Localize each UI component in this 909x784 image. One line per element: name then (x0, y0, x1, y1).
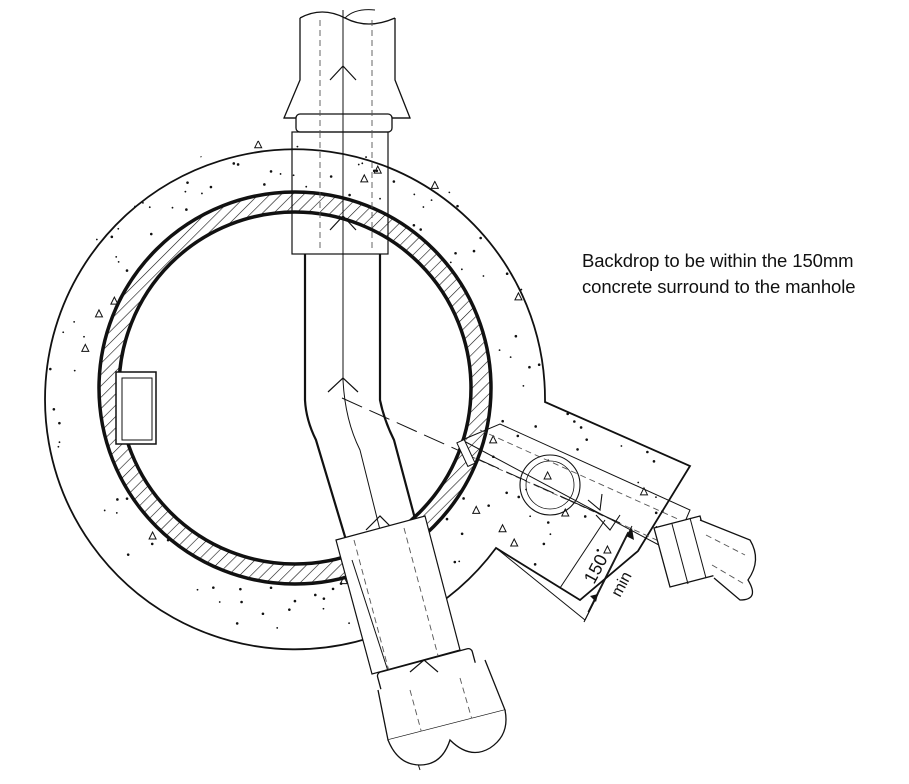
backdrop-note: Backdrop to be within the 150mm concrete… (582, 248, 904, 300)
backdrop-note-line-1: Backdrop to be within the 150mm (582, 250, 854, 271)
step-iron (115, 371, 157, 445)
benching-channel (303, 254, 420, 591)
backdrop-pipe (341, 397, 757, 601)
dimension-qualifier: min (609, 569, 636, 600)
backdrop-note-line-2: concrete surround to the manhole (582, 276, 856, 297)
manhole-ring (97, 190, 493, 586)
outgoing-pipe-bottom (335, 515, 507, 771)
incoming-pipe-top (283, 9, 411, 380)
